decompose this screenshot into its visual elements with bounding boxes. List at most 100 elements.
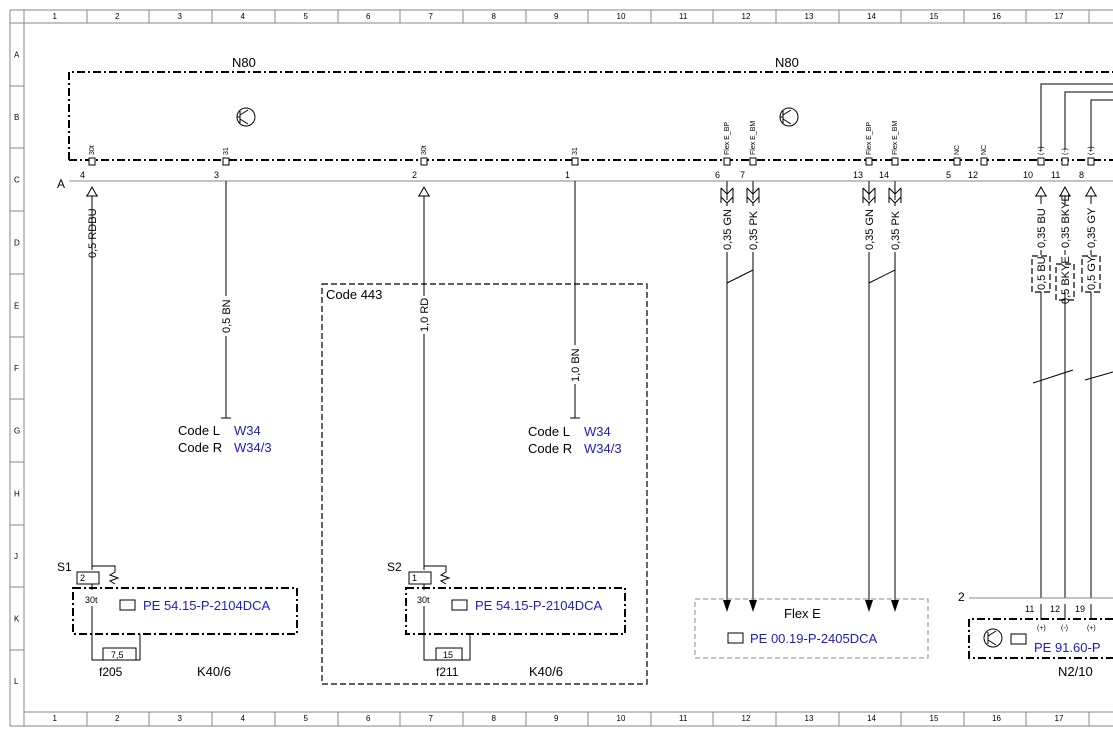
svg-text:12: 12	[1050, 604, 1060, 614]
bottom-col-12: 12	[742, 714, 751, 723]
svg-text:2: 2	[412, 170, 417, 180]
svg-text:1,0 BN: 1,0 BN	[570, 348, 582, 382]
svg-text:Flex E_BP: Flex E_BP	[866, 122, 873, 155]
ref-link-w34[interactable]: W34	[584, 424, 611, 439]
svg-text:0,35 BKYE: 0,35 BKYE	[1060, 194, 1072, 248]
row-E: E	[14, 302, 19, 311]
bottom-col-5: 5	[304, 714, 309, 723]
top-col-14: 14	[867, 12, 876, 21]
ref-link-w34-3[interactable]: W34/3	[584, 441, 622, 456]
row-H: H	[14, 490, 20, 499]
row-B: B	[14, 113, 19, 122]
svg-text:f211: f211	[436, 665, 459, 679]
svg-text:N2/10: N2/10	[1058, 664, 1093, 679]
svg-text:Code R: Code R	[178, 440, 222, 455]
svg-text:6: 6	[715, 170, 720, 180]
pin-6: Flex E_BP6	[715, 122, 731, 180]
ref-link-pe-91-60[interactable]: PE 91.60-P	[1034, 640, 1101, 655]
row-F: F	[14, 364, 19, 373]
svg-text:Flex E_BM: Flex E_BM	[750, 121, 757, 155]
fuse-f211	[435, 647, 463, 661]
pin-7: Flex E_BM7	[740, 121, 757, 180]
manual-hand-icon	[727, 632, 744, 644]
wire-right-2: 0,35 BKYE 0,5 BKYE	[1055, 185, 1075, 620]
bottom-col-8: 8	[492, 714, 497, 723]
svg-text:10: 10	[1023, 170, 1033, 180]
wire-1-0-rd: 1,0 RD	[418, 185, 431, 570]
row-G: G	[14, 427, 20, 436]
svg-text:8: 8	[1079, 170, 1084, 180]
code-ref-group: Code L W34 Code R W34/3	[178, 423, 272, 455]
pin-4: 30t 4	[80, 145, 96, 180]
svg-text:S1: S1	[57, 560, 72, 574]
svg-text:11: 11	[1025, 604, 1034, 614]
svg-text:2: 2	[80, 573, 85, 583]
svg-text:(+): (+)	[1037, 625, 1046, 632]
wire-right-1: 0,35 BU0,5 BU	[1031, 185, 1051, 620]
svg-text:30t: 30t	[417, 595, 430, 605]
wire-right-3: 0,35 GY0,5 GY	[1081, 185, 1101, 620]
svg-text:0,35 GN: 0,35 GN	[722, 209, 734, 250]
svg-text:1: 1	[565, 170, 570, 180]
svg-text:(+): (+)	[1088, 146, 1095, 155]
bottom-col-9: 9	[554, 714, 559, 723]
svg-text:0,35 PK: 0,35 PK	[890, 210, 902, 250]
svg-text:0,5 RDBU: 0,5 RDBU	[87, 208, 99, 258]
bottom-col-2: 2	[115, 714, 120, 723]
top-col-16: 16	[992, 12, 1001, 21]
svg-text:7,5: 7,5	[111, 650, 124, 660]
wire-flex-1: 0,35 GN	[720, 181, 734, 612]
svg-text:30t: 30t	[421, 145, 428, 155]
svg-text:K40/6: K40/6	[529, 664, 563, 679]
svg-text:(-): (-)	[1061, 625, 1068, 632]
wire-flex-2: 0,35 PK	[746, 181, 760, 612]
top-col-7: 7	[429, 12, 434, 21]
svg-text:30t: 30t	[89, 145, 96, 155]
svg-text:4: 4	[80, 170, 85, 180]
top-col-13: 13	[805, 12, 814, 21]
top-col-9: 9	[554, 12, 559, 21]
wire-0-5-bn: 0,5 BN	[221, 181, 233, 419]
svg-text:(-): (-)	[1062, 148, 1069, 155]
ref-link-w34[interactable]: W34	[234, 423, 261, 438]
row-A: A	[14, 51, 20, 60]
svg-text:(+): (+)	[1038, 146, 1045, 155]
svg-text:NC: NC	[954, 145, 961, 155]
top-col-17: 17	[1055, 12, 1064, 21]
ref-link-pe-54-15[interactable]: PE 54.15-P-2104DCA	[475, 598, 603, 613]
bottom-col-13: 13	[805, 714, 814, 723]
svg-text:31: 31	[572, 147, 579, 155]
module-n2-10: 2 11 12 19 (+) (-) (+) PE 91.60-P N2/10	[958, 590, 1113, 679]
svg-text:0,5 BU: 0,5 BU	[1036, 256, 1048, 290]
ref-link-pe-00-19[interactable]: PE 00.19-P-2405DCA	[750, 631, 878, 646]
svg-text:S2: S2	[387, 560, 402, 574]
ref-link-w34-3[interactable]: W34/3	[234, 440, 272, 455]
top-col-11: 11	[679, 12, 688, 21]
internal-leads	[1040, 83, 1113, 150]
top-col-6: 6	[366, 12, 371, 21]
wire-1-0-bn: 1,0 BN	[570, 181, 582, 419]
bottom-col-3: 3	[178, 714, 183, 723]
switch-s1: S1 2 30t PE 54.15-P-2104DCA 7,5 f205 K40…	[57, 560, 298, 679]
manual-hand-icon	[451, 599, 468, 611]
ref-link-pe-54-15[interactable]: PE 54.15-P-2104DCA	[143, 598, 271, 613]
svg-text:0,5 BKYE: 0,5 BKYE	[1060, 256, 1072, 304]
pin-3: 313	[214, 147, 230, 180]
bottom-col-1: 1	[53, 714, 58, 723]
pin-1: 31 1	[565, 147, 579, 180]
n80-label-right: N80	[775, 55, 799, 70]
svg-text:0,35 GN: 0,35 GN	[864, 209, 876, 250]
svg-text:(+): (+)	[1087, 625, 1096, 632]
code-443-label: Code 443	[326, 287, 382, 302]
manual-hand-icon	[1010, 633, 1027, 645]
svg-text:0,5 BN: 0,5 BN	[221, 299, 233, 333]
row-J: J	[14, 552, 18, 561]
svg-text:2: 2	[958, 590, 965, 604]
svg-text:K40/6: K40/6	[197, 664, 231, 679]
